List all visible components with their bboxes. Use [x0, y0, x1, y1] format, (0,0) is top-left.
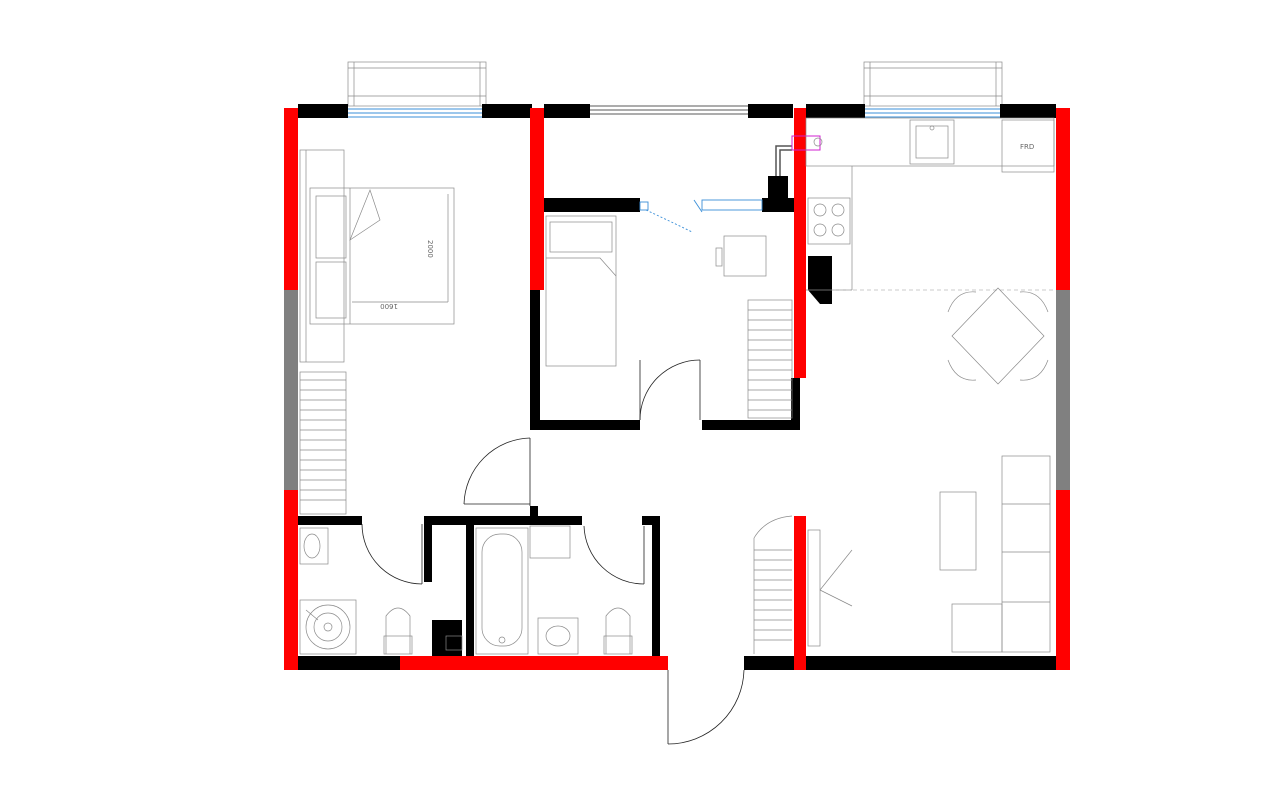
bed-length-label: 2000: [426, 240, 434, 258]
shower-icon: [299, 599, 357, 655]
toilet-2: [603, 607, 633, 655]
sink-icon: [299, 527, 329, 565]
single-bed: [545, 215, 617, 367]
bathtub-icon: [475, 527, 529, 655]
shelves-left: [299, 371, 347, 515]
entry-closet: [753, 515, 793, 654]
coffee-table: [939, 491, 977, 571]
bed-width-label: 1600: [380, 302, 398, 310]
tv-unit: [807, 529, 853, 647]
door-swing-icon: [639, 359, 701, 421]
stove-icon: [807, 197, 851, 245]
side-windows: [284, 290, 1070, 490]
exterior-walls: [284, 108, 1070, 670]
sofa-icon: [951, 455, 1051, 653]
kitchen-counter: [805, 117, 1055, 291]
toilet-icon: [383, 607, 413, 655]
washbasin: [529, 525, 579, 655]
bathroom2-door: [583, 525, 645, 585]
bathroom1-door: [361, 523, 423, 585]
window-middle: [590, 105, 748, 115]
fridge: FRD: [1001, 119, 1055, 173]
balcony-right: [863, 61, 1003, 107]
desk: [715, 235, 767, 277]
dining-table-icon: [947, 287, 1049, 385]
balcony-left: [347, 61, 487, 107]
fridge-label: FRD: [1020, 143, 1034, 151]
floor-drain: [445, 635, 463, 651]
entrance-door: [667, 669, 745, 745]
shelves-bedroom2: [747, 299, 793, 419]
window-kitchen: [865, 108, 1000, 118]
hall-door: [463, 437, 531, 506]
wardrobe-left: [299, 149, 345, 363]
kitchen-sink: [909, 119, 955, 165]
interior-walls: [298, 104, 1056, 670]
window-icon: [346, 108, 482, 118]
balcony-door-bedroom2: [639, 199, 763, 233]
bed-icon: 1600 2000: [309, 187, 455, 325]
